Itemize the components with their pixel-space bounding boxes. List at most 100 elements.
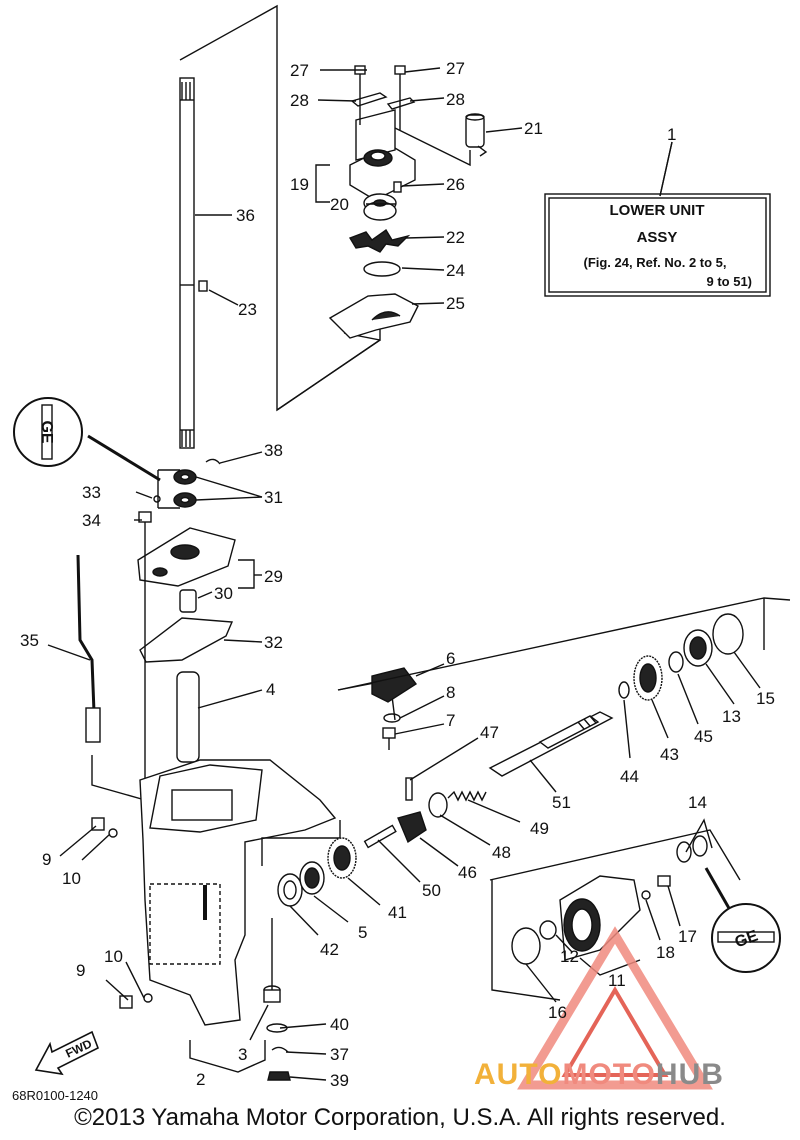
callout-36: 36 <box>236 206 255 225</box>
callout-34: 34 <box>82 511 101 530</box>
assy-title-line1: LOWER UNIT <box>610 202 705 219</box>
callout-3: 3 <box>238 1045 247 1064</box>
callout-12: 12 <box>560 947 579 966</box>
bolt-part <box>382 727 396 750</box>
plate-part <box>350 92 388 107</box>
callout-28b: 28 <box>446 90 465 109</box>
shim-part <box>668 651 684 673</box>
water-pump-housing-part <box>349 109 416 201</box>
callout-47: 47 <box>480 723 499 742</box>
group-bracket-line <box>179 4 381 412</box>
plunger-part <box>405 777 413 801</box>
callout-37: 37 <box>330 1045 349 1064</box>
watermark-logo <box>517 926 713 1090</box>
assy-note-line2: 9 to 51) <box>706 274 752 289</box>
grease-symbol-label: GE <box>38 420 55 443</box>
grease-symbol-label: GE <box>733 927 761 951</box>
callout-38: 38 <box>264 441 283 460</box>
callout-41: 41 <box>388 903 407 922</box>
forward-gear-part <box>633 655 663 701</box>
lower-casing-part <box>139 759 337 1026</box>
shim-part <box>618 681 630 699</box>
copyright-notice: ©2013 Yamaha Motor Corporation, U.S.A. A… <box>74 1104 726 1131</box>
callout-8: 8 <box>446 683 455 702</box>
oil-seal-housing-part <box>137 527 236 587</box>
callout-18: 18 <box>656 943 675 962</box>
spring-ring-part <box>428 792 448 818</box>
callout-2: 2 <box>196 1070 205 1089</box>
callout-17: 17 <box>678 927 697 946</box>
washer-part <box>383 713 401 723</box>
cross-pin-part <box>363 824 397 849</box>
o-ring-part <box>511 927 541 965</box>
callout-50: 50 <box>422 881 441 900</box>
bolt-part <box>641 875 671 900</box>
callout-15: 15 <box>756 689 775 708</box>
oil-seal-part <box>277 873 303 907</box>
o-ring-part <box>712 613 744 655</box>
callout-44: 44 <box>620 767 639 786</box>
callout-14: 14 <box>688 793 707 812</box>
callout-40: 40 <box>330 1015 349 1034</box>
dog-clutch-part <box>397 811 427 844</box>
callout-9b: 9 <box>76 961 85 980</box>
callout-16: 16 <box>548 1003 567 1022</box>
bearing-part <box>173 469 197 508</box>
callout-1: 1 <box>667 125 676 144</box>
callout-19: 19 <box>290 175 309 194</box>
callout-33: 33 <box>82 483 101 502</box>
callout-20: 20 <box>330 195 349 214</box>
callout-21: 21 <box>524 119 543 138</box>
callout-6: 6 <box>446 649 455 668</box>
callout-28a: 28 <box>290 91 309 110</box>
callout-10b: 10 <box>104 947 123 966</box>
callout-26: 26 <box>446 175 465 194</box>
callout-39: 39 <box>330 1071 349 1090</box>
callout-22: 22 <box>446 228 465 247</box>
impeller-part <box>348 228 411 253</box>
callout-13: 13 <box>722 707 741 726</box>
water-pipe-part <box>176 671 200 763</box>
callout-31: 31 <box>264 488 283 507</box>
diagram-code: 68R0100-1240 <box>12 1088 99 1103</box>
assy-box-outer <box>544 193 771 297</box>
callout-51: 51 <box>552 793 571 812</box>
shift-rod-part <box>76 554 101 743</box>
callout-35: 35 <box>20 631 39 650</box>
propeller-shaft-housing-part <box>559 875 641 961</box>
callout-11: 11 <box>608 971 626 990</box>
woodruff-key-part <box>393 181 402 193</box>
callout-23: 23 <box>238 300 257 319</box>
anode-part <box>263 918 291 1081</box>
callout-32: 32 <box>264 633 283 652</box>
callout-5: 5 <box>358 923 367 942</box>
bushing-part <box>539 920 557 940</box>
o-ring-part <box>363 261 401 277</box>
callout-45: 45 <box>694 727 713 746</box>
gasket-part <box>139 617 234 663</box>
watermark-part1: AUTO <box>474 1058 563 1091</box>
callout-27b: 27 <box>446 59 465 78</box>
reverse-gear-part <box>327 837 357 879</box>
drive-shaft-part <box>179 77 195 449</box>
callout-4: 4 <box>266 680 275 699</box>
fwd-arrow-icon <box>34 1030 100 1076</box>
callout-7: 7 <box>446 711 455 730</box>
washer-part <box>676 835 708 863</box>
propeller-shaft-part <box>488 711 614 777</box>
bolt-part <box>138 511 152 555</box>
callout-48: 48 <box>492 843 511 862</box>
bearing-part <box>299 861 325 895</box>
callout-27a: 27 <box>290 61 309 80</box>
circlip-part <box>205 458 221 465</box>
water-tube-part <box>465 113 488 157</box>
callout-25: 25 <box>446 294 465 313</box>
cap-part <box>371 667 418 703</box>
assy-title-line2: ASSY <box>637 229 678 246</box>
bearing-part <box>683 629 713 667</box>
callout-49: 49 <box>530 819 549 838</box>
pin-part <box>198 280 208 292</box>
watermark-part3: HUB <box>655 1058 724 1091</box>
spring-part <box>447 790 487 802</box>
